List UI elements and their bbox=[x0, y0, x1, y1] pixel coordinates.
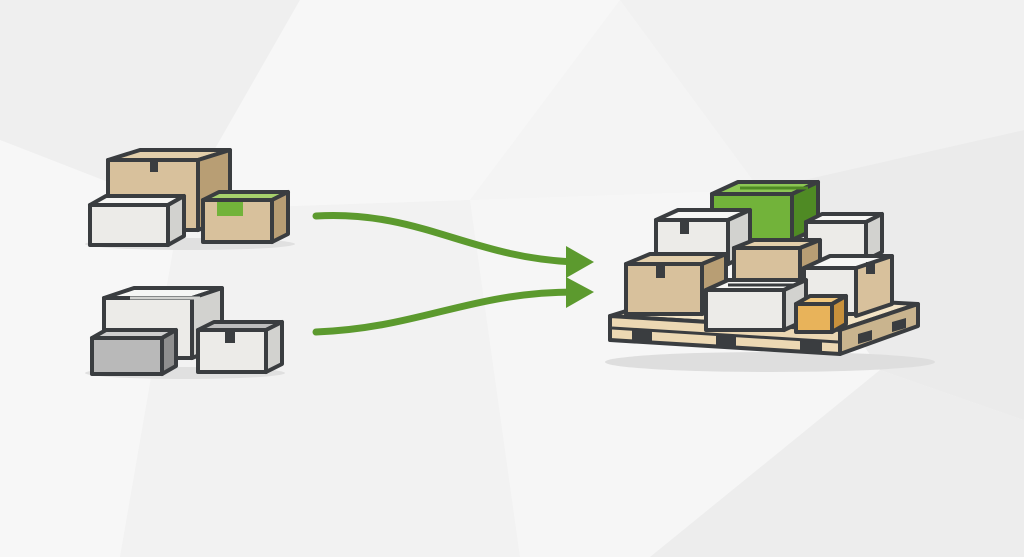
tape-icon bbox=[225, 332, 235, 343]
tape-icon bbox=[656, 266, 665, 278]
box-white-front bbox=[88, 194, 186, 247]
box-orange-small bbox=[794, 294, 848, 334]
box-kraft-center bbox=[732, 238, 822, 284]
merge-arrow-icon bbox=[312, 211, 579, 266]
tape-icon bbox=[150, 160, 158, 172]
tape-icon bbox=[680, 222, 689, 234]
arrowhead-top-icon bbox=[566, 246, 594, 278]
arrowhead-bottom-icon bbox=[566, 277, 594, 308]
merge-arrows bbox=[312, 211, 594, 336]
source-group-top bbox=[85, 148, 295, 250]
green-label-icon bbox=[217, 202, 243, 216]
tape-icon bbox=[866, 262, 875, 274]
box-white-gray-label bbox=[196, 320, 284, 374]
box-kraft-left bbox=[624, 252, 728, 316]
pallet-group bbox=[605, 180, 935, 372]
source-group-bottom bbox=[85, 286, 285, 379]
box-white-front-pallet bbox=[704, 278, 808, 332]
merge-arrow-icon bbox=[312, 288, 579, 336]
box-kraft-green-label bbox=[201, 190, 290, 244]
box-gray-front bbox=[90, 328, 178, 376]
